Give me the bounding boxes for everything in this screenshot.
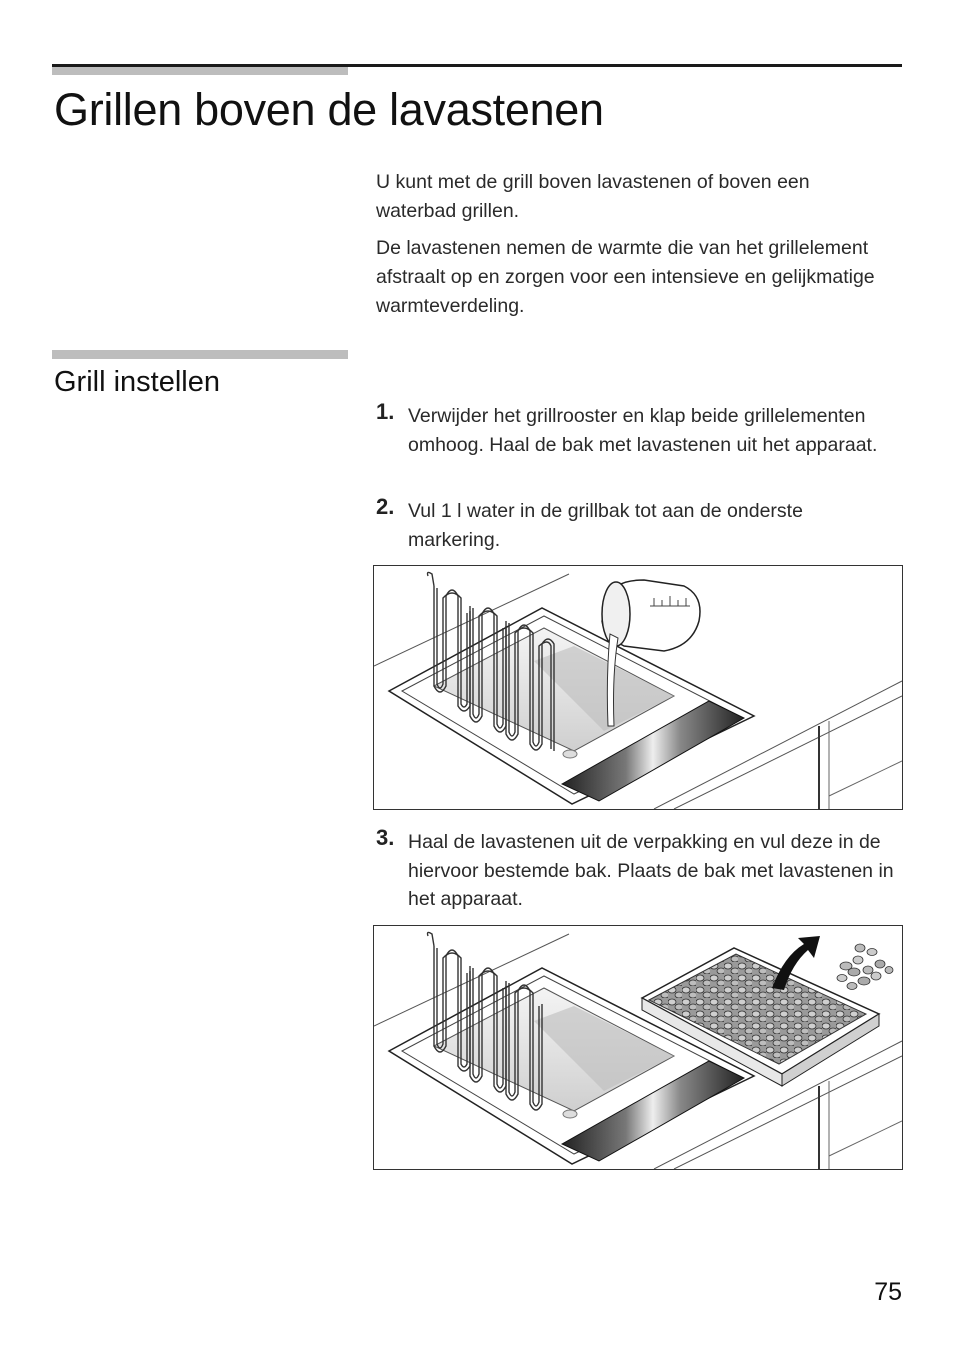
step-number: 3.	[376, 825, 395, 850]
section-title: Grill instellen	[54, 366, 220, 398]
step-text: Vul 1 l water in de grillbak tot aan de …	[408, 500, 803, 551]
step-3: 3. Haal de lavastenen uit de verpakking …	[376, 825, 896, 914]
header-rule-black	[52, 64, 902, 67]
figure-lava-stones	[373, 925, 903, 1170]
step-text: Haal de lavastenen uit de verpakking en …	[408, 831, 894, 910]
section-rule	[52, 350, 348, 359]
figure-water-pouring	[373, 565, 903, 810]
step-1: 1. Verwijder het grillrooster en klap be…	[376, 399, 896, 459]
header-rule-gray	[52, 66, 348, 75]
lava-stones-tray-illustration	[374, 931, 902, 1169]
page-title: Grillen boven de lavastenen	[54, 84, 604, 135]
step-text: Verwijder het grillrooster en klap beide…	[408, 405, 878, 456]
step-number: 1.	[376, 399, 395, 424]
step-number: 2.	[376, 494, 395, 519]
page-number: 75	[874, 1278, 902, 1306]
intro-paragraph-1: U kunt met de grill boven lavastenen of …	[376, 171, 810, 222]
step-2: 2. Vul 1 l water in de grillbak tot aan …	[376, 494, 896, 554]
intro-paragraph-2: De lavastenen nemen de warmte die van he…	[376, 237, 875, 317]
water-pouring-illustration	[374, 571, 902, 809]
